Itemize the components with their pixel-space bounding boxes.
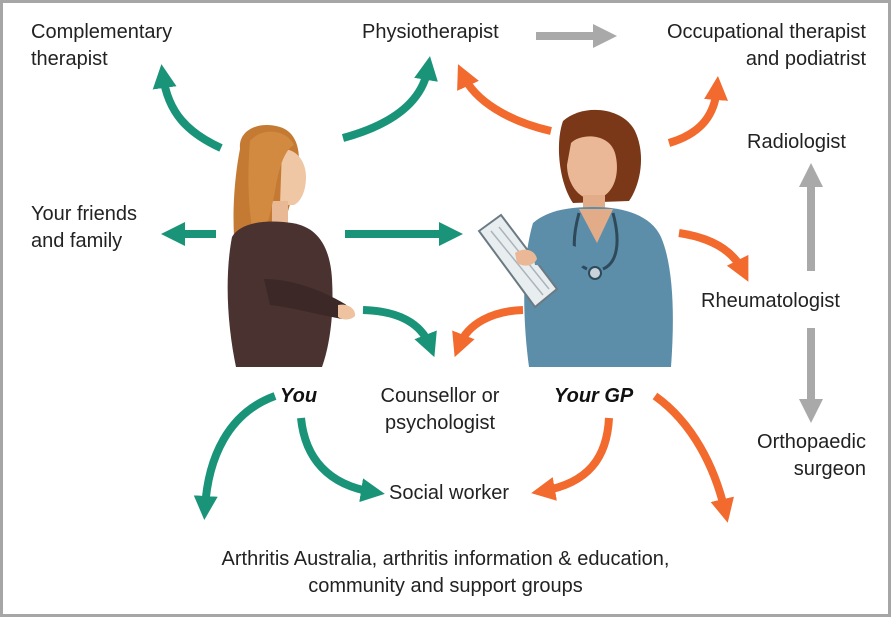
gp-figure [477,109,673,367]
arrow-you-to-social [297,417,385,503]
arrow-gp-to-occupational [667,76,728,147]
rheumatologist-label: Rheumatologist [701,290,840,312]
physiotherapist-label: Physiotherapist [362,21,499,43]
arrow-you-to-physio [341,56,438,142]
arthritis-australia-label: Arthritis Australia, arthritis informati… [221,548,670,597]
arrow-you-to-counsellor [362,306,437,358]
your-gp-label: Your GP [554,385,634,407]
arrow-gp-to-social [531,417,613,501]
arrow-you-to-complementary [152,64,223,152]
arrow-gp-to-counsellor [452,306,524,358]
you-label: You [280,385,318,407]
arrow-you-to-arthritis [193,392,277,520]
patient-figure [227,125,356,367]
arrow-gp-to-rheumatologist [678,229,749,282]
arrow-layer [152,24,823,523]
social-worker-label: Social worker [389,482,510,504]
arrow-gp-to-arthritis [652,392,734,523]
radiologist-label: Radiologist [747,131,846,153]
arrow-gp-to-physio [457,64,552,135]
